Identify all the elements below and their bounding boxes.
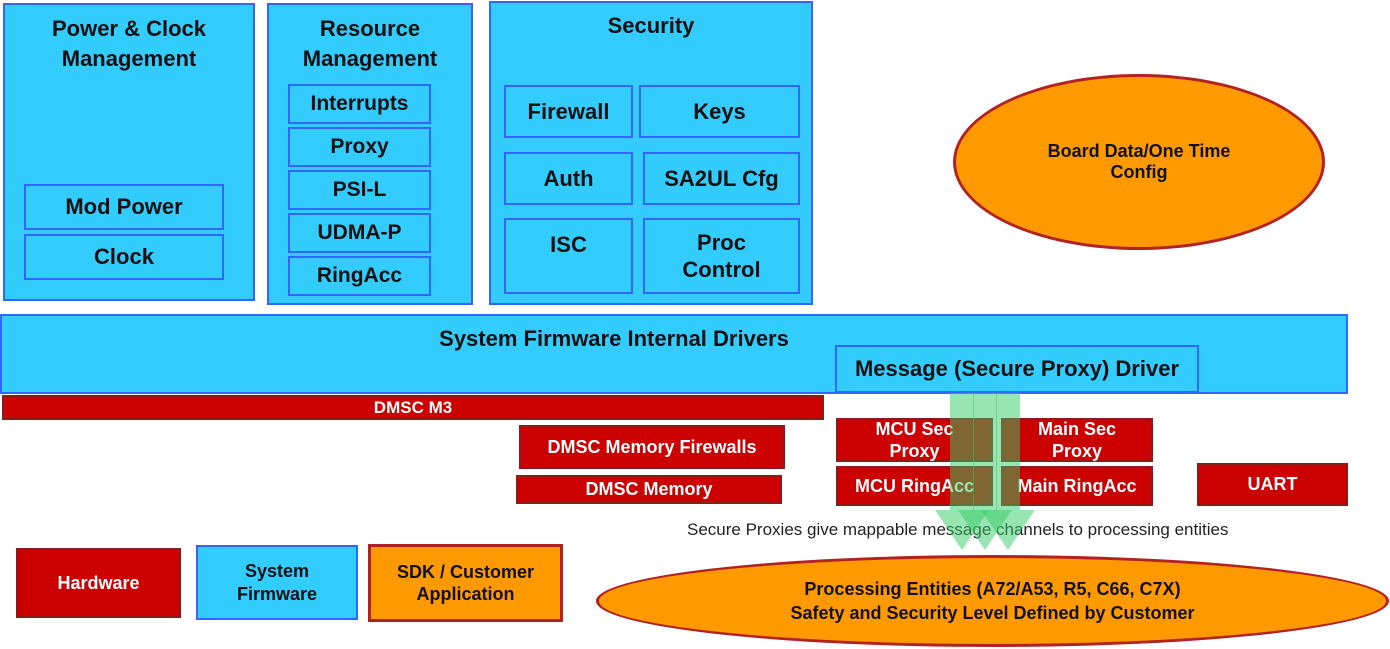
proxy-block: Proxy (288, 127, 431, 167)
firewall-block: Firewall (504, 85, 633, 138)
dmsc-memory-block: DMSC Memory (516, 475, 782, 504)
mod-power-block: Mod Power (24, 184, 224, 230)
interrupts-block: Interrupts (288, 84, 431, 124)
ringacc-block: RingAcc (288, 256, 431, 296)
isc-block: ISC (504, 218, 633, 294)
mcu-sec-proxy-block: MCU Sec Proxy (836, 418, 993, 462)
internal-drivers-label: System Firmware Internal Drivers (439, 326, 789, 351)
main-sec-proxy-block: Main Sec Proxy (1001, 418, 1153, 462)
security-title: Security (607, 13, 695, 38)
main-ringacc-block: Main RingAcc (1001, 466, 1153, 506)
power-clock-management-title: Power & Clock Management (51, 16, 207, 71)
mcu-ringacc-block: MCU RingAcc (836, 466, 993, 506)
legend-hardware: Hardware (16, 548, 181, 618)
secure-proxy-caption: Secure Proxies give mappable message cha… (687, 520, 1229, 539)
message-secure-proxy-driver-block: Message (Secure Proxy) Driver (835, 345, 1199, 393)
proc-control-block: Proc Control (643, 218, 800, 294)
keys-block: Keys (639, 85, 800, 138)
resource-management-title: Resource Management (302, 16, 438, 71)
sa2ul-cfg-block: SA2UL Cfg (643, 152, 800, 205)
psi-l-block: PSI-L (288, 170, 431, 210)
udma-p-block: UDMA-P (288, 213, 431, 253)
dmsc-m3-block: DMSC M3 (2, 395, 824, 420)
processing-entities-ellipse: Processing Entities (A72/A53, R5, C66, C… (596, 555, 1389, 647)
uart-block: UART (1197, 463, 1348, 506)
legend-system-firmware: System Firmware (196, 545, 358, 620)
dmsc-memory-firewalls-block: DMSC Memory Firewalls (519, 425, 785, 469)
auth-block: Auth (504, 152, 633, 205)
legend-sdk-customer-application: SDK / Customer Application (368, 544, 563, 622)
clock-block: Clock (24, 234, 224, 280)
board-data-config-ellipse: Board Data/One Time Config (953, 74, 1325, 250)
